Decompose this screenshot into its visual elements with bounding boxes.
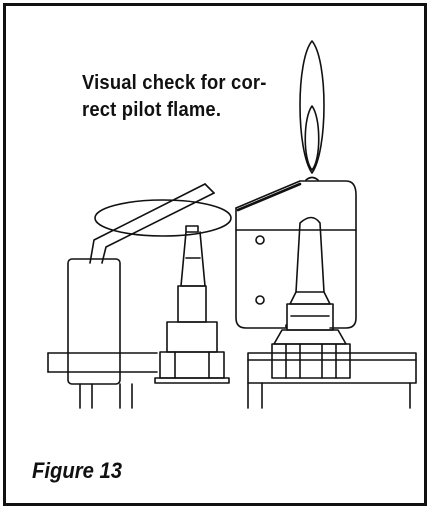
thermocouple-body — [67, 258, 121, 385]
pilot-burner — [271, 216, 351, 379]
base-plate — [47, 352, 417, 409]
ring-outline — [94, 199, 232, 237]
pilot-tube-wire — [89, 183, 215, 264]
caption-line-1: Visual check for cor- — [82, 72, 267, 94]
figure-label: Figure 13 — [32, 458, 122, 483]
caption: Visual check for cor- rect pilot flame. — [82, 70, 267, 124]
caption-line-2: rect pilot flame. — [82, 99, 222, 121]
pilot-flame — [299, 40, 325, 174]
pilot-hood — [235, 176, 357, 329]
center-probe — [154, 225, 230, 384]
